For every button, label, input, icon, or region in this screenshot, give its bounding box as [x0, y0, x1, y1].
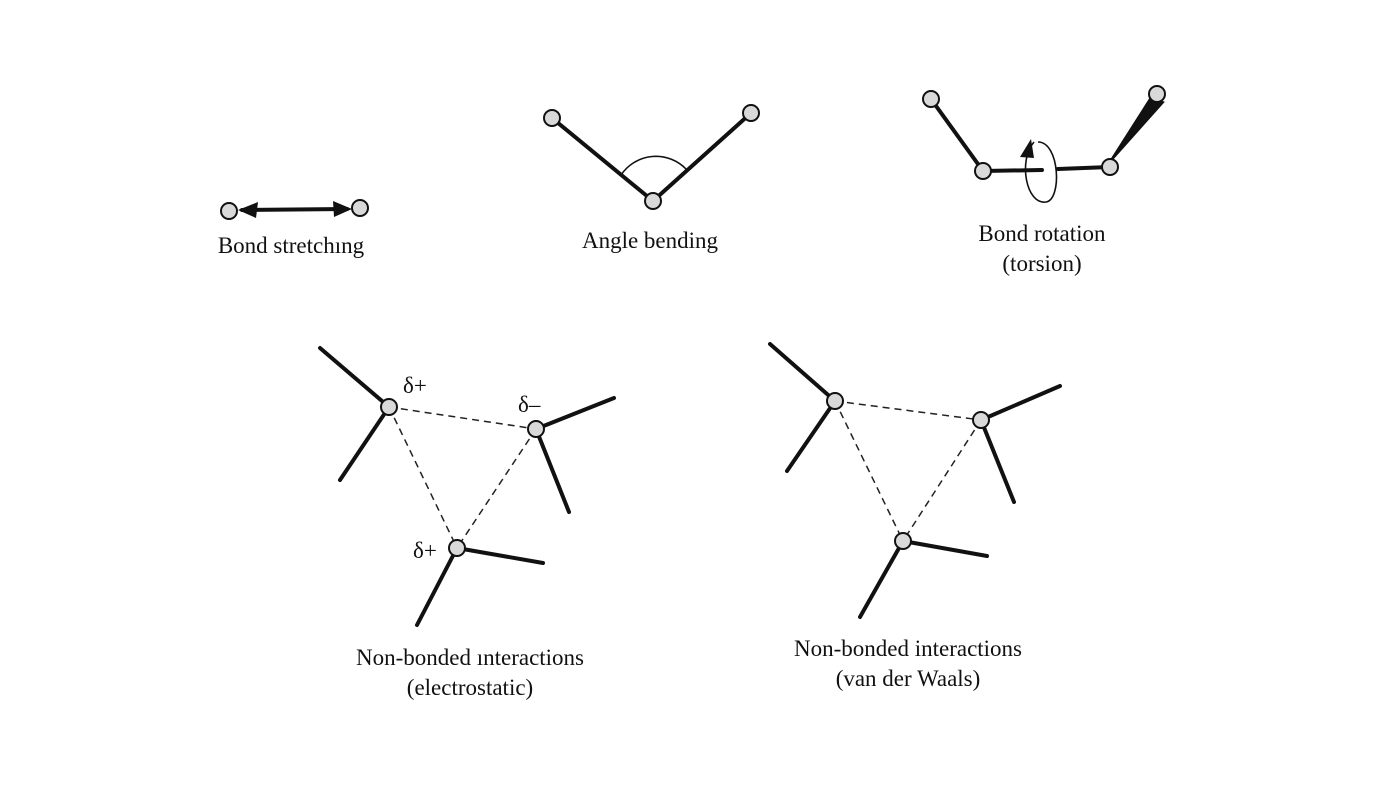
bond	[338, 405, 391, 482]
bond	[415, 546, 459, 627]
atom	[543, 109, 561, 127]
bond-stretching-panel: Bond stretchıng	[218, 199, 369, 258]
torsion-wedge-bond	[1105, 97, 1165, 168]
torsion-central-bond-left	[981, 168, 1044, 173]
atom	[894, 532, 912, 550]
bend-bond-right	[651, 111, 753, 203]
atom	[972, 411, 990, 429]
rotation-loop	[1024, 141, 1058, 203]
bond-stretching-label: Bond stretchıng	[218, 233, 365, 258]
bond	[979, 384, 1062, 422]
bond	[901, 539, 989, 558]
interaction-line	[456, 428, 537, 549]
atom	[922, 90, 940, 108]
atom	[527, 420, 545, 438]
angle-bending-panel: Angle bending	[543, 104, 760, 253]
charge-label-a: δ+	[403, 373, 427, 398]
interaction-line	[388, 406, 537, 430]
bond	[534, 396, 616, 431]
interaction-line	[834, 400, 904, 542]
bond	[768, 342, 837, 403]
charge-label-c: δ+	[413, 538, 437, 563]
bond	[785, 399, 837, 473]
torsion-label-line2: (torsion)	[1002, 251, 1081, 276]
stretch-bond	[240, 207, 349, 212]
charge-label-b: δ–	[518, 392, 541, 417]
stretch-arrow-left-head	[238, 202, 258, 218]
vdw-label-line2: (van der Waals)	[836, 666, 981, 691]
torsion-panel: Bond rotation (torsion)	[922, 85, 1166, 276]
interaction-line	[834, 400, 982, 421]
atom	[448, 539, 466, 557]
atom	[644, 192, 662, 210]
atom	[742, 104, 760, 122]
angle-bending-label: Angle bending	[582, 228, 719, 253]
atom	[1148, 85, 1166, 103]
atom	[1101, 158, 1119, 176]
bend-bond-left	[550, 116, 655, 203]
electrostatic-panel: δ+ δ– δ+ Non-bonded ınteractions (electr…	[318, 346, 616, 700]
stretch-arrow-right-head	[333, 201, 352, 217]
atom	[974, 162, 992, 180]
bond	[858, 539, 905, 619]
atom	[351, 199, 369, 217]
bond	[534, 427, 571, 514]
atom	[220, 202, 238, 220]
rotation-arrow-head	[1020, 139, 1034, 158]
electrostatic-label-line1: Non-bonded ınteractions	[356, 645, 584, 670]
interaction-line	[388, 406, 458, 549]
vdw-panel: Non-bonded interactions (van der Waals)	[768, 342, 1062, 691]
bond	[318, 346, 391, 409]
torsion-label-line1: Bond rotation	[978, 221, 1106, 246]
torsion-bond-left	[929, 97, 985, 173]
interaction-line	[902, 419, 982, 542]
vdw-label-line1: Non-bonded interactions	[794, 636, 1022, 661]
bond	[979, 418, 1016, 504]
bond	[455, 546, 545, 565]
electrostatic-label-line2: (electrostatic)	[407, 675, 533, 700]
angle-arc	[620, 155, 687, 176]
atom	[380, 398, 398, 416]
atom	[826, 392, 844, 410]
